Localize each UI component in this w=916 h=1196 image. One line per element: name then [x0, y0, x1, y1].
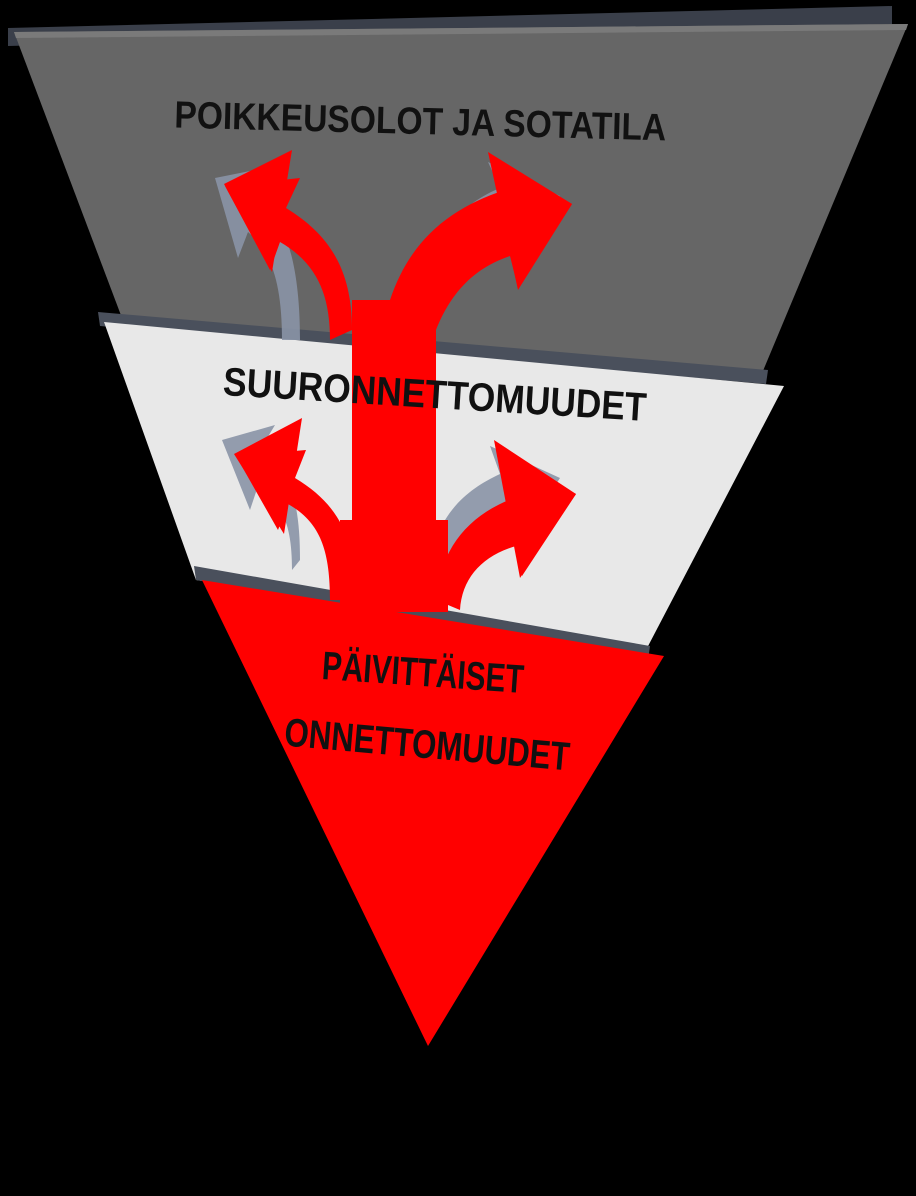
level-bottom-triangle: [202, 580, 664, 1046]
level-middle-band: [104, 322, 784, 650]
level-top: [8, 6, 908, 378]
arrow-lower-right-head: [494, 440, 576, 578]
level-top-band: [14, 24, 908, 378]
arrow-upper-left-head: [224, 150, 292, 272]
arrow-trunk-base: [340, 520, 448, 612]
arrow-upper-right-head: [488, 152, 572, 290]
arrow-lower-left-head: [234, 418, 302, 534]
arrows: [224, 150, 576, 612]
level-top-edge: [14, 24, 908, 38]
level-bottom: [194, 566, 664, 1046]
